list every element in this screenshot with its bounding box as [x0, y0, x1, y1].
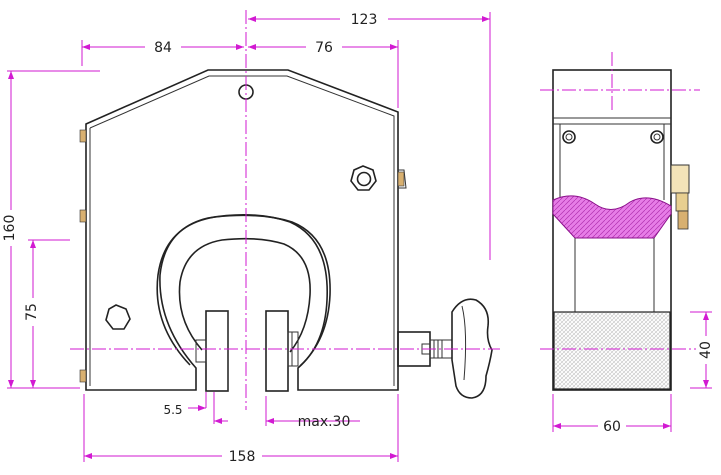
- dim-label-84: 84: [154, 40, 172, 56]
- dim-label-160: 160: [2, 215, 18, 242]
- handwheel-icon: [451, 298, 493, 399]
- stud-2: [79, 209, 87, 223]
- clamp-body-outline: [85, 69, 399, 391]
- side-fitting: [670, 164, 690, 194]
- side-pin: [398, 169, 407, 189]
- side-screw-right: [650, 130, 664, 144]
- jaw-right: [265, 310, 289, 392]
- section-cut-fill: [552, 195, 672, 239]
- hex-nut-left: [105, 304, 131, 330]
- dimension-75: 75: [22, 239, 70, 388]
- dimension-max30: max.30: [265, 396, 360, 430]
- dimension-76: 76: [248, 37, 399, 108]
- dimension-160: 160: [0, 70, 100, 389]
- side-bottom-block: [553, 311, 671, 390]
- dim-label-76: 76: [315, 40, 333, 56]
- dimension-158: 158: [83, 394, 399, 465]
- dimension-60: 60: [552, 394, 672, 435]
- jaw-left: [205, 310, 229, 392]
- dimension-5-5: 5.5: [163, 392, 228, 424]
- dim-label-158: 158: [229, 449, 256, 465]
- yoke-inner: [178, 237, 311, 353]
- side-screw-left: [562, 130, 576, 144]
- dim-label-60: 60: [603, 419, 621, 435]
- dim-label-123: 123: [351, 12, 378, 28]
- dim-label-max30: max.30: [298, 414, 351, 430]
- hex-bolt-icon: [350, 165, 377, 191]
- dimension-123: 123: [248, 9, 491, 260]
- side-view: [552, 69, 690, 391]
- stud-3: [79, 369, 87, 383]
- dim-label-40: 40: [698, 341, 714, 359]
- clamp-body-inner-line: [89, 75, 395, 386]
- dimension-84: 84: [81, 37, 244, 66]
- side-pin-fill: [397, 171, 405, 187]
- yoke-outer: [156, 214, 331, 367]
- dimension-40: 40: [690, 311, 716, 389]
- dim-label-75: 75: [24, 303, 40, 321]
- dim-label-5-5: 5.5: [163, 403, 182, 417]
- stud-1: [79, 129, 87, 143]
